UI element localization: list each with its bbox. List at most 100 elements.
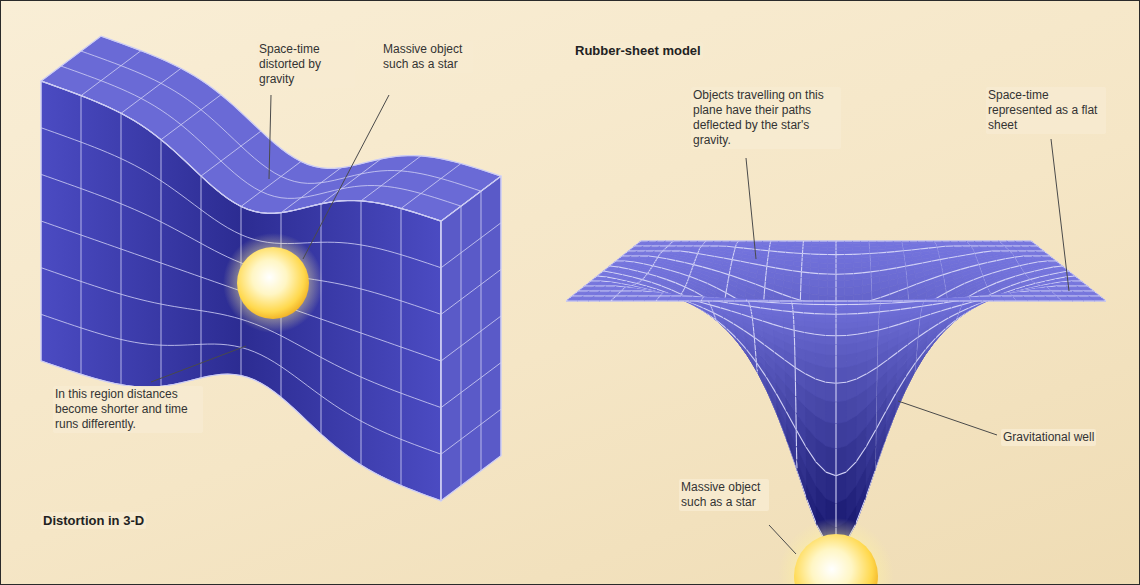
grid-line [739,240,747,241]
grid-line [663,250,672,251]
grid-line [952,269,961,272]
star-symbol [223,233,323,333]
grid-line [41,314,441,454]
grid-line [702,267,711,269]
grid-line [898,288,907,291]
sheet-patch [853,267,862,273]
grid-line [1000,250,1009,251]
grid-line [920,248,928,250]
grid-line [691,268,692,271]
grid-line [820,240,828,241]
grid-line [729,275,738,278]
sheet-patch [761,247,770,251]
grid-line [835,317,836,330]
grid-line [787,240,795,241]
grid-line [1053,266,1062,267]
grid-line [744,248,752,250]
grid-line [983,273,992,276]
sheet-patch [811,250,820,254]
grid-line [961,267,970,269]
grid-line [979,245,987,246]
grid-line [629,269,638,271]
grid-line [643,245,651,246]
grid-line [1007,240,1015,241]
grid-line [741,261,750,263]
sheet-patch [819,254,828,258]
grid-line [767,266,776,268]
grid-line [765,276,767,282]
grid-line [710,245,718,246]
sheet-patch [836,255,844,259]
grid-line [835,259,836,264]
grid-line [925,278,934,281]
sheet-patch [886,248,895,252]
grid-line [619,267,628,269]
grid-line [722,240,730,241]
grid-line [747,281,756,284]
grid-line [917,240,925,241]
grid-line [992,250,1001,251]
grid-line [764,288,766,295]
side-face [441,176,501,501]
grid-line [897,266,906,268]
grid-line [810,272,819,274]
grid-line [441,221,442,501]
grid-line [794,252,802,254]
sheet-patch [827,280,836,287]
grid-line [819,273,828,275]
grid-line [646,250,655,251]
grid-line [987,245,995,246]
sheet-patch [819,258,828,263]
sheet-patch [919,245,928,249]
sheet-patch [836,263,845,268]
grid-line [697,254,698,257]
grid-line [690,270,691,273]
grid-line [800,284,801,291]
grid-line [1015,240,1023,241]
grid-line [441,409,501,454]
grid-line [441,456,501,501]
grid-line [861,253,869,255]
grid-line [634,262,643,264]
grid-line [942,240,950,241]
grid-line [763,240,771,241]
sheet-patch [961,245,970,246]
sheet-patch [878,249,887,253]
grid-line [765,271,767,276]
sheet-patch [685,245,694,246]
grid-line [819,254,827,255]
grid-line [201,131,261,176]
grid-line [793,271,802,272]
grid-line [779,240,787,241]
sheet-patch [862,267,871,273]
grid-line [844,254,852,255]
grid-line [853,272,862,274]
grid-line [693,245,701,246]
grid-line [970,265,979,267]
grid-line [640,255,649,256]
grid-line [996,259,1005,261]
grid-line [706,240,714,241]
star-body [237,247,309,319]
sheet-patch [977,245,986,246]
grid-line [862,271,871,273]
grid-line [649,240,657,241]
grid-line [937,293,946,298]
grid-line [911,248,919,250]
grid-line [802,243,803,246]
sheet-patch [818,287,827,296]
grid-line [982,240,990,241]
grid-line [652,245,660,246]
grid-line [680,273,689,276]
grid-line [1038,261,1047,262]
grid-line [401,164,461,209]
grid-line [1019,264,1028,266]
sheet-patch [836,251,844,255]
sheet-patch [844,247,852,251]
grid-line [764,282,766,288]
grid-line [671,270,680,273]
grid-line [895,250,903,252]
grid-line [974,276,983,279]
grid-line [702,245,710,246]
